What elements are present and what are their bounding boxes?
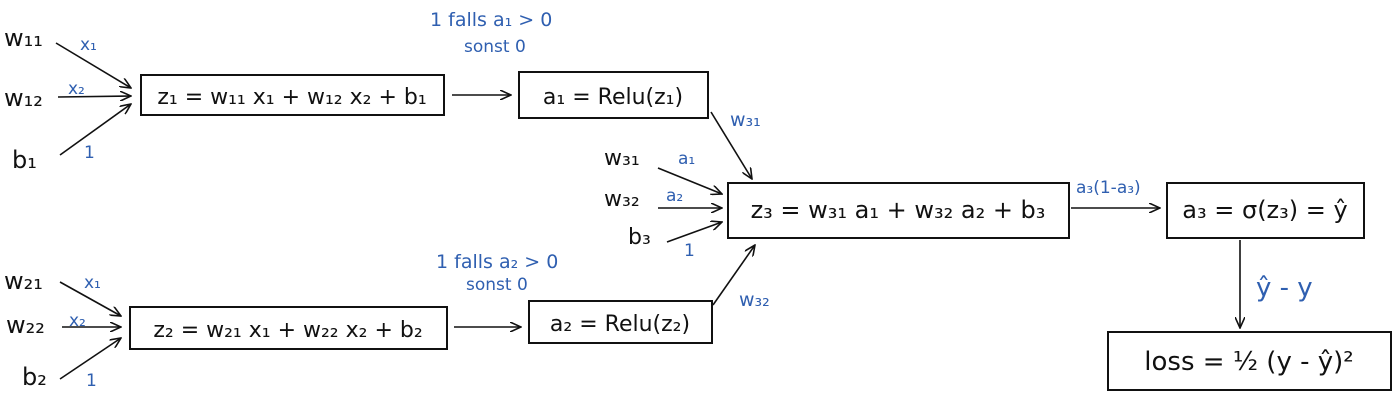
grad-w11: x₁: [80, 35, 97, 55]
grad-a1-to-z3: w₃₁: [730, 109, 761, 131]
node-loss-label: loss = ½ (y - ŷ)²: [1144, 347, 1353, 377]
edge-w21-z2: [59, 281, 121, 316]
edge-w12-z1: [57, 96, 131, 97]
grad-w12: x₂: [68, 79, 85, 99]
edge-b2-z2: [59, 338, 121, 380]
input-w22: w₂₂: [6, 311, 45, 339]
grad-relu1-line2: sonst 0: [464, 37, 526, 57]
node-z3: z₃ = w₃₁ a₁ + w₃₂ a₂ + b₃: [727, 182, 1070, 239]
node-z1-label: z₁ = w₁₁ x₁ + w₁₂ x₂ + b₁: [157, 85, 426, 110]
grad-relu1-line1: 1 falls a₁ > 0: [430, 9, 552, 31]
input-w31: w₃₁: [604, 146, 640, 171]
input-b2: b₂: [22, 363, 47, 391]
input-b1: b₁: [12, 146, 37, 174]
node-a1: a₁ = Relu(z₁): [518, 71, 709, 119]
grad-w22: x₂: [69, 311, 86, 331]
node-a3: a₃ = σ(z₃) = ŷ: [1166, 182, 1365, 239]
edge-a2-z3: [712, 245, 755, 306]
node-a1-label: a₁ = Relu(z₁): [543, 85, 683, 110]
edge-b1-z1: [59, 104, 131, 156]
grad-a2-to-z3: w₃₂: [739, 289, 770, 311]
edge-w11-z1: [55, 42, 131, 88]
edge-w31-z3: [657, 167, 722, 194]
grad-b2: 1: [86, 371, 97, 391]
node-loss: loss = ½ (y - ŷ)²: [1107, 331, 1392, 391]
grad-w21: x₁: [84, 273, 101, 293]
node-z2-label: z₂ = w₂₁ x₁ + w₂₂ x₂ + b₂: [153, 318, 422, 343]
node-a2: a₂ = Relu(z₂): [528, 300, 713, 344]
grad-relu2-line1: 1 falls a₂ > 0: [436, 251, 558, 273]
edge-a1-z3: [710, 111, 752, 179]
input-w32: w₃₂: [604, 187, 640, 212]
input-w11: w₁₁: [4, 24, 43, 52]
input-w12: w₁₂: [4, 84, 43, 112]
node-z3-label: z₃ = w₃₁ a₁ + w₃₂ a₂ + b₃: [751, 196, 1046, 224]
edge-b3-z3: [666, 222, 722, 243]
node-z2: z₂ = w₂₁ x₁ + w₂₂ x₂ + b₂: [129, 306, 448, 350]
grad-loss: ŷ - y: [1256, 273, 1313, 303]
grad-b1: 1: [84, 143, 95, 163]
grad-w32-in: a₂: [666, 186, 683, 206]
input-b3: b₃: [628, 225, 651, 250]
grad-b3: 1: [684, 241, 695, 261]
node-a3-label: a₃ = σ(z₃) = ŷ: [1182, 196, 1347, 224]
node-z1: z₁ = w₁₁ x₁ + w₁₂ x₂ + b₁: [140, 74, 445, 116]
grad-sigmoid: a₃(1-a₃): [1076, 178, 1141, 198]
input-w21: w₂₁: [4, 267, 43, 295]
grad-relu2-line2: sonst 0: [466, 275, 528, 295]
grad-w31-in: a₁: [678, 149, 695, 169]
node-a2-label: a₂ = Relu(z₂): [550, 312, 690, 337]
